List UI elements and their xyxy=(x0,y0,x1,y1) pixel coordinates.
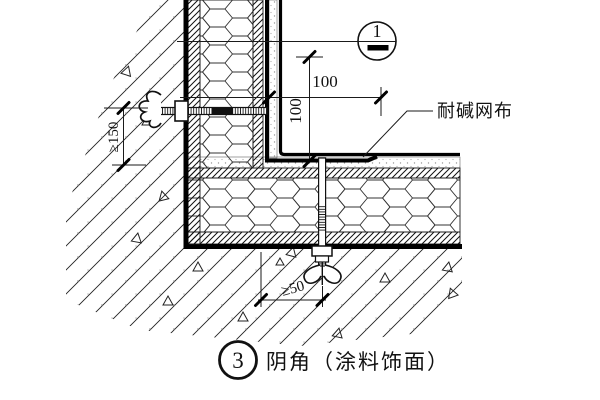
caption-title: 阴角（涂料饰面） xyxy=(266,350,450,374)
anchor-left-washer xyxy=(174,100,189,122)
mesh-lap-line xyxy=(266,154,378,163)
wall-adhesive-band-left xyxy=(187,0,201,245)
section-marker-number: 1 xyxy=(373,21,382,41)
aggregate-triangles xyxy=(120,65,460,339)
anchor-left-expansion-curl xyxy=(138,90,162,129)
mesh-label-text: 耐碱网布 xyxy=(437,101,513,121)
substrate-concrete-hatch xyxy=(66,0,462,346)
mesh-leader-line xyxy=(362,110,433,158)
dimension-vertical-100: 100 xyxy=(286,50,323,168)
anchor-left xyxy=(138,90,268,129)
wall-adhesive-band-right xyxy=(252,0,264,169)
anchor-bottom-washer xyxy=(311,245,333,257)
anchor-bottom-expansion-wing-right xyxy=(323,264,342,285)
dim-min50-text: ≥50 xyxy=(280,278,307,299)
dim-min150-text: ≥150 xyxy=(106,122,122,153)
wall-assembly xyxy=(183,0,460,249)
section-marker: 1 xyxy=(177,21,397,61)
dimension-min150: ≥150 xyxy=(104,101,148,172)
caption-number-circle xyxy=(218,340,258,380)
corner-render-line xyxy=(278,0,460,157)
anchor-left-sleeve xyxy=(212,107,233,115)
mesh-label: 耐碱网布 xyxy=(362,101,513,158)
dimension-horizontal-100: 100 xyxy=(180,72,388,116)
section-marker-bar xyxy=(367,45,389,51)
dim-horizontal-100-text: 100 xyxy=(312,72,338,91)
dim-vertical-100-text: 100 xyxy=(286,98,305,124)
wall-insulation-board xyxy=(199,0,254,169)
dimension-min50: ≥50 xyxy=(254,252,330,307)
caption: 3 阴角（涂料饰面） xyxy=(218,340,450,380)
anchor-bottom xyxy=(303,157,342,285)
wall-finish-coat xyxy=(268,0,278,159)
anchor-bottom-expansion-wing-left xyxy=(303,264,322,285)
caption-number: 3 xyxy=(232,348,244,373)
